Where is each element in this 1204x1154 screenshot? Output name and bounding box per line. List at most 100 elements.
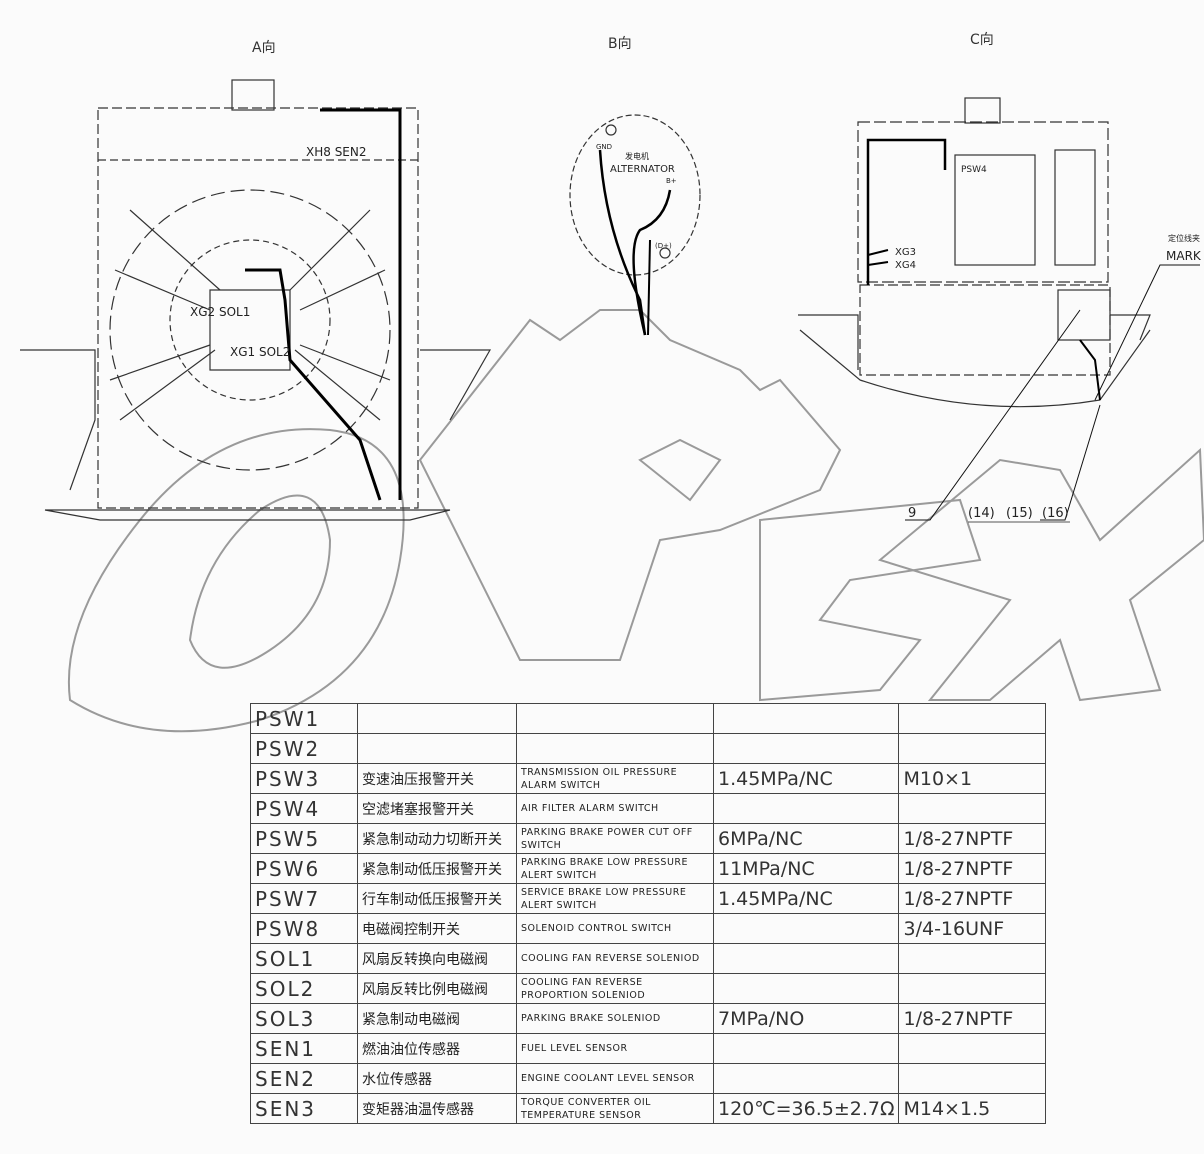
opex-watermark — [67, 309, 1204, 733]
part-code: SEN1 — [250, 1033, 358, 1064]
part-name-en: AIR FILTER ALARM SWITCH — [516, 793, 714, 824]
label-b-plus: B+ — [666, 177, 677, 185]
part-spec: 7MPa/NO — [712, 1003, 900, 1034]
part-code: PSW2 — [250, 733, 358, 764]
part-name-cn — [357, 733, 517, 764]
callout-15: (15) — [1006, 506, 1033, 521]
table-row: PSW2 — [250, 733, 1047, 764]
part-spec — [712, 973, 900, 1004]
part-thread — [898, 703, 1047, 734]
label-alternator: ALTERNATOR — [610, 164, 675, 175]
part-spec — [712, 1033, 900, 1064]
label-d-plus: (D+) — [655, 242, 672, 250]
part-name-en: TRANSMISSION OIL PRESSURE ALARM SWITCH — [516, 763, 714, 794]
part-name-cn: 紧急制动电磁阀 — [357, 1003, 517, 1034]
part-thread: 1/8-27NPTF — [898, 883, 1047, 914]
part-code: PSW1 — [250, 703, 358, 734]
part-name-en: COOLING FAN REVERSE PROPORTION SOLENIOD — [516, 973, 714, 1004]
part-spec: 11MPa/NC — [712, 853, 900, 884]
part-spec: 120℃=36.5±2.7Ω — [712, 1093, 900, 1124]
part-spec — [712, 943, 900, 974]
part-name-en: TORQUE CONVERTER OIL TEMPERATURE SENSOR — [516, 1093, 714, 1124]
part-spec: 1.45MPa/NC — [712, 883, 900, 914]
part-thread — [898, 1033, 1047, 1064]
part-name-cn — [357, 703, 517, 734]
part-name-en: FUEL LEVEL SENSOR — [516, 1033, 714, 1064]
label-gnd: GND — [596, 143, 612, 151]
part-name-cn: 电磁阀控制开关 — [357, 913, 517, 944]
part-name-cn: 风扇反转比例电磁阀 — [357, 973, 517, 1004]
part-code: PSW3 — [250, 763, 358, 794]
part-spec — [712, 913, 900, 944]
part-thread — [898, 1063, 1047, 1094]
part-code: PSW8 — [250, 913, 358, 944]
part-name-en: SERVICE BRAKE LOW PRESSURE ALERT SWITCH — [516, 883, 714, 914]
label-xg1-sol2: XG1 SOL2 — [230, 345, 290, 359]
part-thread — [898, 733, 1047, 764]
part-thread — [898, 793, 1047, 824]
part-name-en: COOLING FAN REVERSE SOLENIOD — [516, 943, 714, 974]
view-c-drawing — [798, 97, 1200, 523]
part-name-cn: 空滤堵塞报警开关 — [357, 793, 517, 824]
part-thread: 1/8-27NPTF — [898, 853, 1047, 884]
table-row: PSW1 — [250, 703, 1047, 734]
part-name-cn: 燃油油位传感器 — [357, 1033, 517, 1064]
part-name-cn: 风扇反转换向电磁阀 — [357, 943, 517, 974]
label-mark-cn: 定位线夹 — [1168, 233, 1200, 243]
label-xg2-sol1: XG2 SOL1 — [190, 305, 250, 319]
view-a-title: A向 — [252, 40, 276, 56]
part-code: SOL2 — [250, 973, 358, 1004]
part-name-cn: 变矩器油温传感器 — [357, 1093, 517, 1124]
view-b-title: B向 — [608, 36, 632, 52]
part-name-en: PARKING BRAKE LOW PRESSURE ALERT SWITCH — [516, 853, 714, 884]
part-thread: 3/4-16UNF — [898, 913, 1047, 944]
part-thread — [898, 973, 1047, 1004]
view-a-drawing — [20, 79, 492, 521]
part-code: SEN3 — [250, 1093, 358, 1124]
part-name-en: PARKING BRAKE SOLENIOD — [516, 1003, 714, 1034]
part-name-cn: 紧急制动动力切断开关 — [357, 823, 517, 854]
part-spec — [712, 1063, 900, 1094]
callout-16: (16) — [1042, 506, 1069, 521]
callout-14: (14) — [968, 506, 995, 521]
part-spec — [712, 793, 900, 824]
label-psw4: PSW4 — [961, 165, 987, 175]
label-xg3: XG3 — [895, 247, 916, 258]
part-code: PSW6 — [250, 853, 358, 884]
part-code: SOL3 — [250, 1003, 358, 1034]
part-code: SEN2 — [250, 1063, 358, 1094]
label-mark: MARK — [1166, 249, 1202, 263]
part-spec — [712, 703, 900, 734]
part-name-en: PARKING BRAKE POWER CUT OFF SWITCH — [516, 823, 714, 854]
part-thread: M10×1 — [898, 763, 1047, 794]
part-thread: M14×1.5 — [898, 1093, 1047, 1124]
part-spec — [712, 733, 900, 764]
part-spec: 6MPa/NC — [712, 823, 900, 854]
part-thread — [898, 943, 1047, 974]
callout-9: 9 — [908, 506, 916, 521]
part-name-en: ENGINE COOLANT LEVEL SENSOR — [516, 1063, 714, 1094]
part-name-cn: 变速油压报警开关 — [357, 763, 517, 794]
part-code: PSW4 — [250, 793, 358, 824]
part-code: PSW5 — [250, 823, 358, 854]
part-name-cn: 行车制动低压报警开关 — [357, 883, 517, 914]
part-name-en: SOLENOID CONTROL SWITCH — [516, 913, 714, 944]
part-name-cn: 水位传感器 — [357, 1063, 517, 1094]
part-thread: 1/8-27NPTF — [898, 823, 1047, 854]
label-xg4: XG4 — [895, 260, 916, 271]
part-thread: 1/8-27NPTF — [898, 1003, 1047, 1034]
label-xh8-sen2: XH8 SEN2 — [306, 145, 367, 159]
part-spec: 1.45MPa/NC — [712, 763, 900, 794]
